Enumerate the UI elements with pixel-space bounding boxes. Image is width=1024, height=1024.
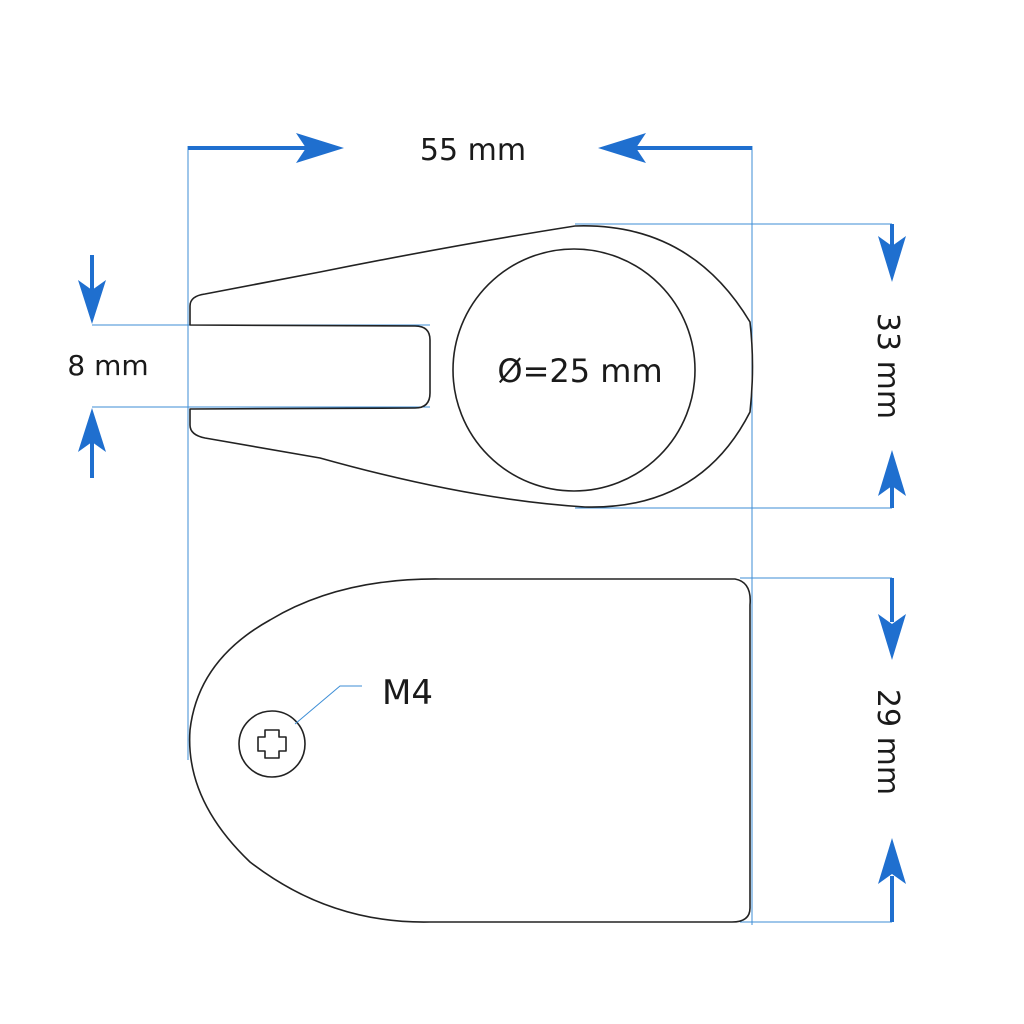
arrow-up-icon	[878, 838, 906, 884]
arrow-up-icon	[878, 450, 906, 496]
height-top-dimension	[878, 224, 906, 508]
width-label: 55 mm	[420, 133, 526, 168]
clamp-top-outline	[189, 225, 754, 508]
side-view	[188, 578, 752, 923]
screw-leader	[294, 685, 362, 725]
clamp-side-outline	[188, 578, 752, 923]
extension-lines	[92, 146, 892, 925]
width-dimension	[188, 133, 752, 163]
screw-head	[238, 710, 306, 778]
arrow-down-icon	[78, 280, 106, 324]
phillips-cross-icon	[257, 729, 287, 759]
height-bottom-label: 29 mm	[870, 689, 905, 795]
screw-label: M4	[382, 673, 433, 713]
diameter-label: Ø=25 mm	[497, 352, 662, 390]
pipe-hole	[452, 248, 696, 492]
arrow-up-icon	[78, 408, 106, 452]
arrow-down-icon	[878, 614, 906, 660]
height-top-label: 33 mm	[870, 313, 905, 419]
arrow-down-icon	[878, 236, 906, 282]
top-view	[189, 225, 754, 508]
arrow-left-icon	[598, 133, 646, 163]
height-bottom-dimension	[878, 578, 906, 922]
slot-dimension	[78, 255, 106, 478]
slot-label: 8 mm	[67, 349, 148, 382]
arrow-right-icon	[296, 133, 344, 163]
